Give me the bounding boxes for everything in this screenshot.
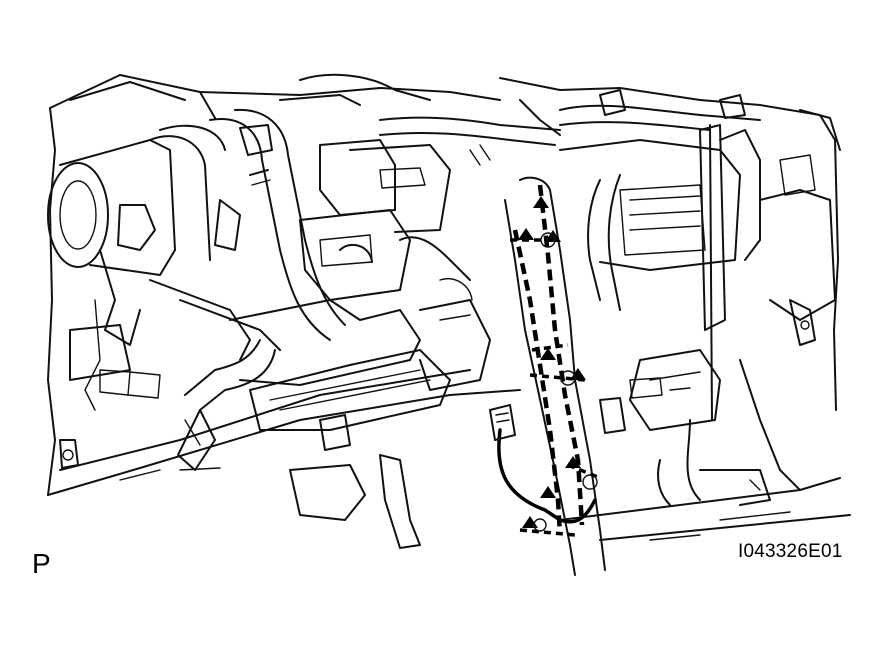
clip-markers bbox=[518, 196, 598, 532]
wire-harness-route bbox=[489, 176, 606, 576]
clip-marker bbox=[540, 348, 556, 360]
steering-column bbox=[47, 124, 226, 469]
dashboard-outline bbox=[47, 74, 851, 541]
center-console bbox=[229, 139, 491, 549]
clip-marker bbox=[533, 196, 549, 208]
hvac-unit bbox=[559, 124, 836, 506]
misc-details bbox=[119, 278, 791, 541]
view-label: P bbox=[32, 548, 51, 579]
clip-marker bbox=[518, 228, 534, 240]
clip-marker bbox=[540, 486, 556, 498]
figure-id: I043326E01 bbox=[738, 541, 843, 562]
clip-marker bbox=[565, 456, 581, 468]
duct-and-hoses bbox=[149, 73, 431, 471]
upper-harness bbox=[379, 89, 761, 166]
clip-marker bbox=[570, 368, 586, 380]
